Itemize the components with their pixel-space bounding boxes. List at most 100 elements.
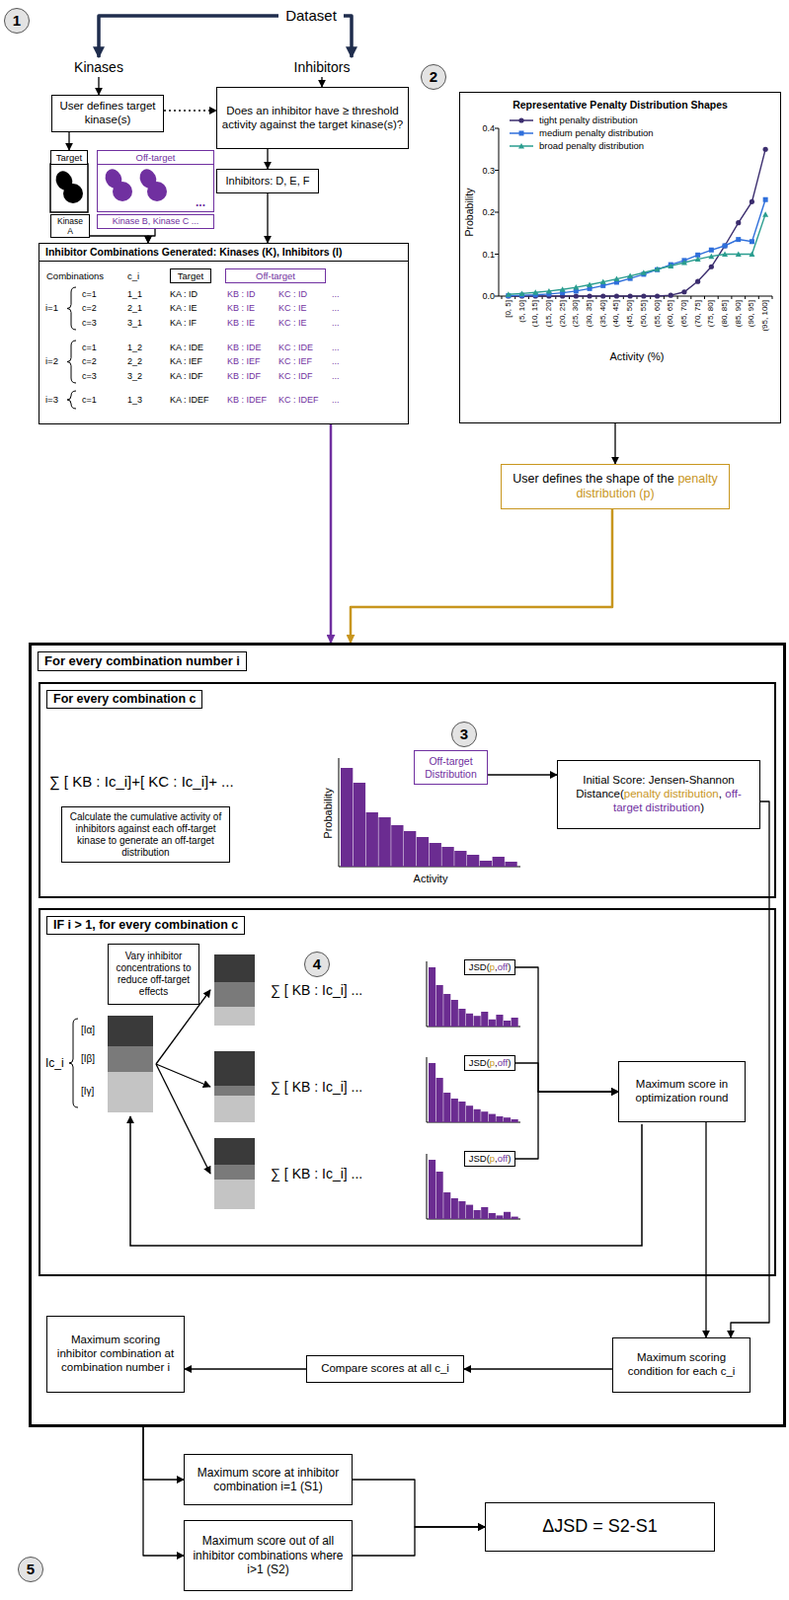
- label-text: [Iα]: [80, 1025, 95, 1037]
- histogram-bar: [403, 831, 416, 868]
- connector: [350, 509, 613, 643]
- label-text: c=2: [81, 356, 97, 368]
- node-text: Kinase A: [55, 216, 85, 237]
- node-text: Inhibitors: D, E, F: [226, 174, 311, 188]
- label-text: (40, 45]: [612, 300, 623, 327]
- flow-label: Kinases: [67, 57, 131, 78]
- histogram-bar: [480, 1207, 488, 1220]
- label-text: ∑ [ KB : Ic_i] ...: [270, 1079, 363, 1097]
- axis-tick: [758, 296, 760, 300]
- label-text: ...: [331, 289, 340, 301]
- label-text: (70, 75]: [693, 300, 704, 327]
- concentration-segment: [214, 1165, 255, 1181]
- data-line: [508, 149, 766, 297]
- node-text: Maximum scoring condition for each c_i: [617, 1351, 746, 1380]
- label-text: KC : IDE: [278, 342, 314, 354]
- process-box: Maximum score out of all inhibitor combi…: [183, 1520, 353, 1592]
- connector: [343, 15, 352, 58]
- label-text: ∑ [ KB : Ic_i]+[ KC : Ic_i]+ ...: [49, 773, 235, 791]
- data-point: [613, 276, 620, 283]
- data-point: [518, 143, 525, 150]
- chart-axis: [426, 961, 428, 1027]
- connector: [515, 1063, 619, 1093]
- data-point: [763, 147, 769, 153]
- histogram-bar: [378, 817, 391, 868]
- connector: [329, 424, 333, 643]
- connector: [320, 77, 322, 87]
- histogram-bar: [480, 1111, 488, 1123]
- label-text: KA : IDE: [169, 342, 204, 354]
- legend-text: broad penalty distribution: [539, 140, 644, 152]
- data-point: [628, 293, 633, 299]
- histogram-bar: [436, 1172, 444, 1220]
- node-text: Does an inhibitor have ≥ threshold activ…: [221, 104, 404, 133]
- node-text: ,: [494, 1057, 498, 1069]
- legend-text: tight penalty distribution: [539, 114, 638, 126]
- loop-frame: IF i > 1, for every combination c4Vary i…: [38, 908, 777, 1277]
- histogram-bar: [443, 1093, 451, 1123]
- flow-label: Inhibitors: [282, 57, 362, 78]
- histogram-bar: [428, 967, 436, 1027]
- histogram-bar: [353, 783, 366, 868]
- label-text: ...: [331, 356, 340, 368]
- node-text: Compare scores at all c_i: [320, 1362, 450, 1377]
- connector: [266, 149, 268, 169]
- node-text: Target: [56, 152, 82, 163]
- histogram-bar: [458, 1201, 466, 1220]
- node-text: For every combination c: [46, 690, 203, 710]
- process-box: Inhibitors: D, E, F: [216, 168, 319, 194]
- data-point: [640, 293, 646, 299]
- concentration-segment: [107, 1046, 154, 1073]
- label-text: [Iγ]: [80, 1086, 94, 1099]
- connector: [464, 1368, 613, 1370]
- label-text: Probability: [321, 788, 335, 839]
- label-text: KC : IE: [278, 303, 308, 315]
- process-box: ΔJSD = S2-S1: [484, 1502, 715, 1553]
- histogram-bar: [428, 1160, 436, 1220]
- label-text: KB : IE: [227, 303, 255, 315]
- node-text: User defines the shape of the: [512, 472, 674, 486]
- label-text: (85, 90]: [733, 300, 744, 327]
- label-text: Activity (%): [610, 350, 665, 364]
- label-text: c=3: [81, 371, 97, 383]
- histogram-bar: [441, 847, 454, 868]
- label-text: (75, 80]: [707, 300, 717, 327]
- process-box: Off-target: [96, 150, 215, 165]
- histogram-bar: [436, 985, 444, 1027]
- data-point: [748, 251, 755, 258]
- loop-arrow: [130, 1116, 642, 1247]
- histogram-bar: [429, 843, 442, 868]
- histogram-bar: [503, 1021, 511, 1027]
- histogram-bar: [391, 825, 403, 868]
- histogram-bar: [428, 1063, 436, 1123]
- histogram-bar: [495, 1116, 503, 1123]
- label-text: 2_1: [127, 303, 143, 315]
- target-kinase-frame: [50, 163, 88, 213]
- data-point: [572, 284, 579, 291]
- label-text: KC : IE: [278, 317, 308, 329]
- data-point: [519, 131, 525, 137]
- label-text: ...: [331, 303, 340, 315]
- histogram-bar: [466, 1014, 474, 1027]
- data-point: [505, 291, 512, 298]
- label-text: ...: [331, 317, 340, 329]
- node-text: Maximum score in optimization round: [623, 1078, 741, 1106]
- node-text: Target: [177, 270, 204, 282]
- label-text: (25, 30]: [571, 300, 582, 327]
- histogram-bar: [495, 1015, 503, 1027]
- histogram-bar: [504, 862, 517, 868]
- histogram-bar: [511, 1217, 519, 1220]
- label-text: KA : IE: [169, 303, 198, 315]
- process-box: Off-target: [225, 268, 326, 284]
- label-text: KA : IF: [169, 317, 197, 329]
- axis-tick: [704, 296, 706, 300]
- label-text: (15, 20]: [544, 300, 554, 327]
- axis-tick: [494, 128, 499, 130]
- label-text: (50, 55]: [638, 300, 649, 327]
- histogram-bar: [466, 1105, 474, 1123]
- node-text: JSD(: [469, 961, 490, 973]
- label-text: KA : ID: [169, 289, 198, 301]
- chart-axis: [426, 1154, 428, 1220]
- data-point: [573, 293, 579, 299]
- label-text: KC : IDEF: [278, 394, 319, 406]
